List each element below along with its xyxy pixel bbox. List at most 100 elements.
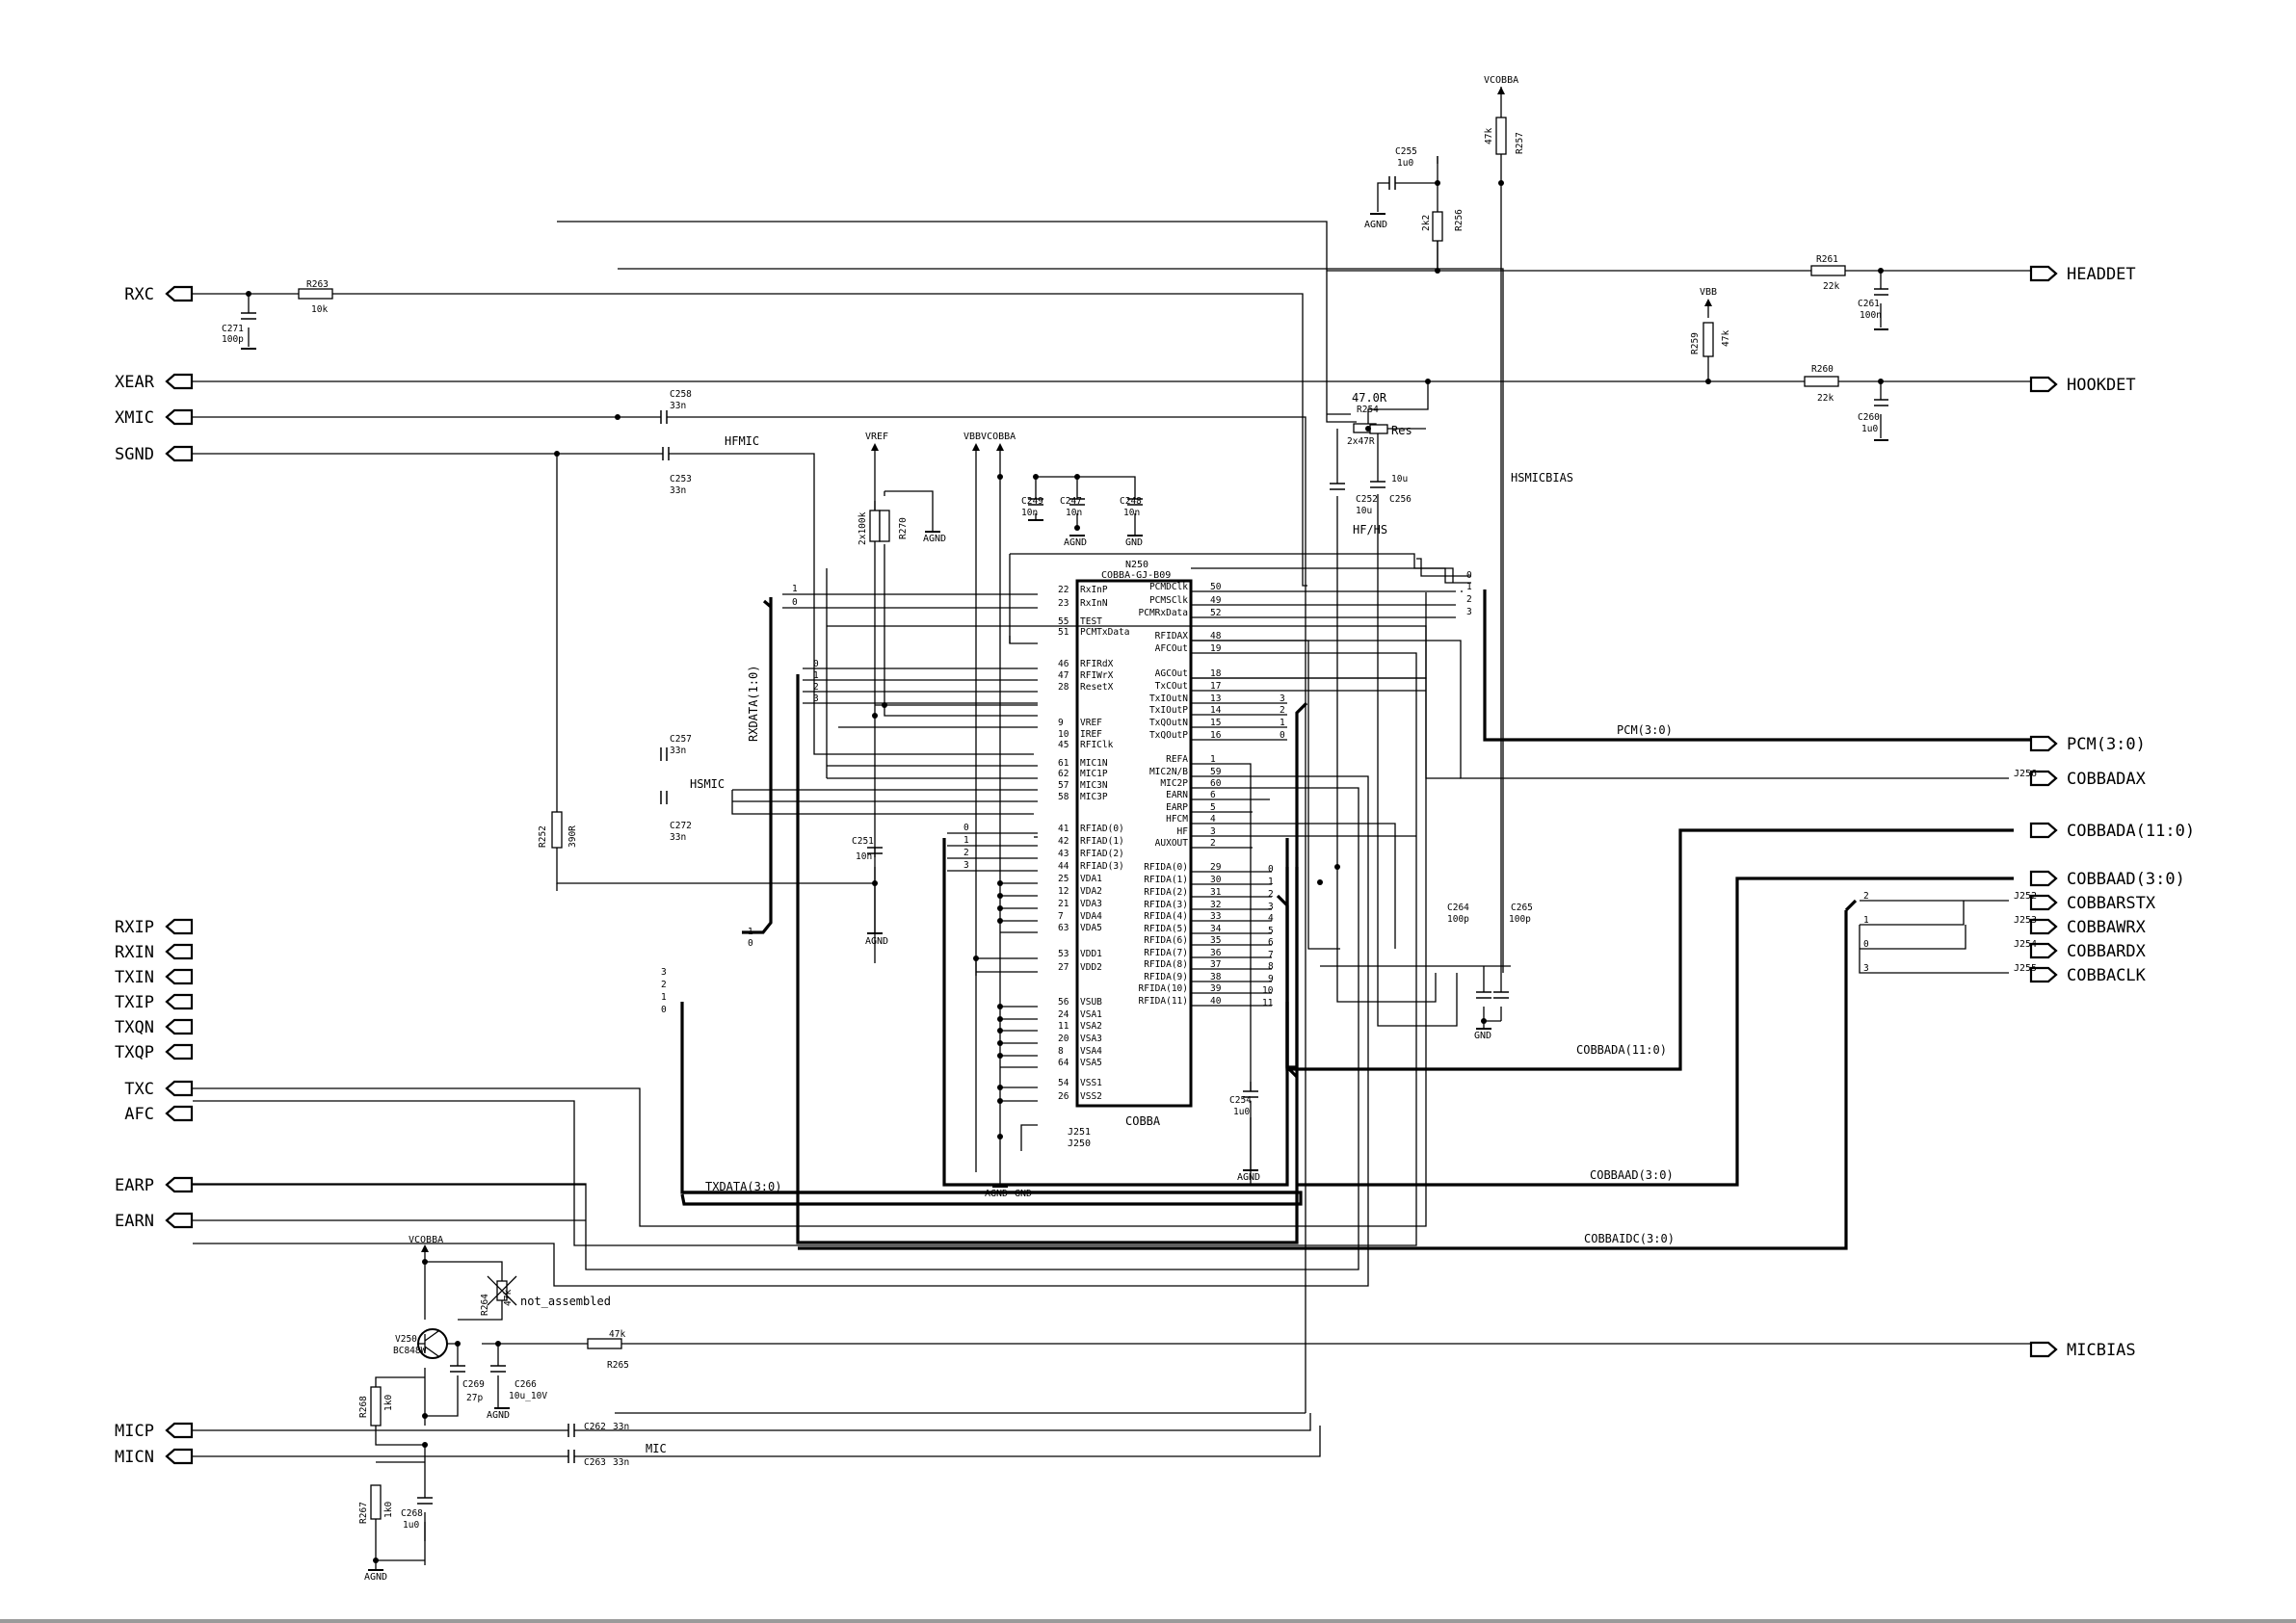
chip-pin-number: 5 xyxy=(1210,802,1216,813)
chip-pin-name: VSS1 xyxy=(1080,1078,1102,1088)
port-label: AFC xyxy=(124,1105,154,1124)
chip-pin-name: RFIDA(10) xyxy=(1139,983,1188,994)
chip-pin-name: VDA3 xyxy=(1080,899,1102,909)
port-micp[interactable]: MICP xyxy=(115,1422,194,1441)
chip-pin-number: 24 xyxy=(1058,1009,1069,1020)
chip-pin-number: 22 xyxy=(1058,585,1069,595)
port-headdet[interactable]: HEADDET xyxy=(2029,265,2136,284)
j255-label: J255 xyxy=(2014,963,2037,974)
capacitor-symbols xyxy=(241,176,1888,1505)
port-xear[interactable]: XEAR xyxy=(115,373,194,392)
chip-pin-number: 12 xyxy=(1058,886,1069,897)
svg-text:0: 0 xyxy=(661,1005,667,1015)
chip-pin-number: 15 xyxy=(1210,718,1221,728)
svg-text:0: 0 xyxy=(1466,570,1472,581)
chip-pin-name: RFIDA(1) xyxy=(1144,875,1188,885)
component-value: 10u_10V xyxy=(509,1391,547,1401)
component-ref: C264 xyxy=(1447,903,1469,913)
port-cobbaclk[interactable]: COBBACLK xyxy=(2029,966,2147,985)
port-label: COBBADA(11:0) xyxy=(2067,822,2195,841)
port-xmic[interactable]: XMIC xyxy=(115,408,194,428)
res-label: Res xyxy=(1391,424,1412,437)
port-txin[interactable]: TXIN xyxy=(115,968,194,987)
svg-text:2: 2 xyxy=(963,848,969,858)
chip-pin-name: TxQOutN xyxy=(1149,718,1188,728)
component-value: 1k0 xyxy=(383,1502,394,1518)
port-micn[interactable]: MICN xyxy=(115,1448,194,1467)
chip-pin-number: 16 xyxy=(1210,730,1222,741)
port-cobbaad3-0[interactable]: COBBAAD(3:0) xyxy=(2029,870,2185,889)
port-txc[interactable]: TXC xyxy=(124,1080,194,1099)
component-value: 1u0 xyxy=(1233,1107,1250,1117)
port-afc[interactable]: AFC xyxy=(124,1105,194,1124)
component-ref: R254 xyxy=(1357,405,1379,415)
chip-pin-name: VDD1 xyxy=(1080,949,1102,959)
chip-pin-number: 62 xyxy=(1058,769,1069,779)
component-ref: C272 xyxy=(670,821,692,831)
j251-label: J251 xyxy=(1068,1127,1091,1138)
component-ref: C255 xyxy=(1395,146,1417,157)
component-value: 33n xyxy=(670,485,686,496)
chip-pin-number: 58 xyxy=(1058,792,1069,802)
chip-pin-number: 48 xyxy=(1210,631,1222,641)
port-earn[interactable]: EARN xyxy=(115,1212,194,1231)
port-rxip[interactable]: RXIP xyxy=(115,918,194,937)
chip-pin-name: RFIDA(0) xyxy=(1144,862,1188,873)
component-value: 10k xyxy=(311,304,328,315)
chip-pin-name: VDD2 xyxy=(1080,962,1102,973)
component-value: 100p xyxy=(1509,914,1531,925)
port-cobbarstx[interactable]: COBBARSTX xyxy=(2029,894,2156,913)
port-rxc[interactable]: RXC xyxy=(124,285,194,304)
port-rxin[interactable]: RXIN xyxy=(115,943,194,962)
chip-pin-name: RFIAD(0) xyxy=(1080,824,1124,834)
port-label: COBBAAD(3:0) xyxy=(2067,870,2185,889)
port-earp[interactable]: EARP xyxy=(115,1176,194,1195)
port-label: RXIP xyxy=(115,918,154,937)
component-value: BC848W xyxy=(393,1346,427,1356)
port-cobbardx[interactable]: COBBARDX xyxy=(2029,942,2147,961)
component-ref: V250 xyxy=(395,1334,417,1345)
port-pcm3-0[interactable]: PCM(3:0) xyxy=(2029,735,2146,754)
svg-text:3: 3 xyxy=(813,694,819,704)
chip-pin-name: VDA2 xyxy=(1080,886,1102,897)
port-sgnd[interactable]: SGND xyxy=(115,445,194,464)
hfhs-label: HF/HS xyxy=(1353,523,1387,537)
svg-text:0: 0 xyxy=(1268,864,1274,875)
port-txip[interactable]: TXIP xyxy=(115,993,194,1012)
chip-pin-name: ResetX xyxy=(1080,682,1114,693)
port-cobbada11-0[interactable]: COBBADA(11:0) xyxy=(2029,822,2195,841)
chip-pin-name: REFA xyxy=(1166,754,1188,765)
chip-pin-number: 21 xyxy=(1058,899,1069,909)
component-ref: C266 xyxy=(515,1379,537,1390)
component-value: 100n xyxy=(1860,310,1882,321)
port-txqp[interactable]: TXQP xyxy=(115,1043,194,1062)
agnd-chip: AGND xyxy=(985,1189,1008,1199)
gnd-c264: GND xyxy=(1474,1031,1491,1041)
component-value: 100p xyxy=(222,334,244,345)
svg-text:0: 0 xyxy=(813,659,819,669)
chip-pin-name: MIC1P xyxy=(1080,769,1108,779)
pcm-bus-label: PCM(3:0) xyxy=(1617,723,1673,737)
port-cobbadax[interactable]: COBBADAX xyxy=(2029,770,2147,789)
chip-pin-name: VSUB xyxy=(1080,997,1102,1008)
component-value: 10u xyxy=(1391,474,1408,484)
chip-pin-name: RFIWrX xyxy=(1080,670,1114,681)
j252-label: J252 xyxy=(2014,891,2037,902)
port-cobbawrx[interactable]: COBBAWRX xyxy=(2029,918,2147,937)
chip-pin-number: 43 xyxy=(1058,849,1069,859)
vbbvcobba-label: VBBVCOBBA xyxy=(963,432,1016,442)
port-txqn[interactable]: TXQN xyxy=(115,1018,194,1037)
port-micbias[interactable]: MICBIAS xyxy=(2029,1341,2136,1360)
txdata-label: TXDATA(3:0) xyxy=(705,1180,781,1193)
port-hookdet[interactable]: HOOKDET xyxy=(2029,376,2136,395)
port-label: RXIN xyxy=(115,943,154,962)
component-ref: R265 xyxy=(607,1360,629,1371)
chip-pin-number: 3 xyxy=(1210,826,1216,837)
chip-pin-name: PCMSClk xyxy=(1149,595,1188,606)
chip-pin-name: RFIClk xyxy=(1080,740,1114,750)
chip-right-pins: 50PCMDClk49PCMSClk52PCMRxData48RFIDAX19A… xyxy=(1139,582,1222,1007)
